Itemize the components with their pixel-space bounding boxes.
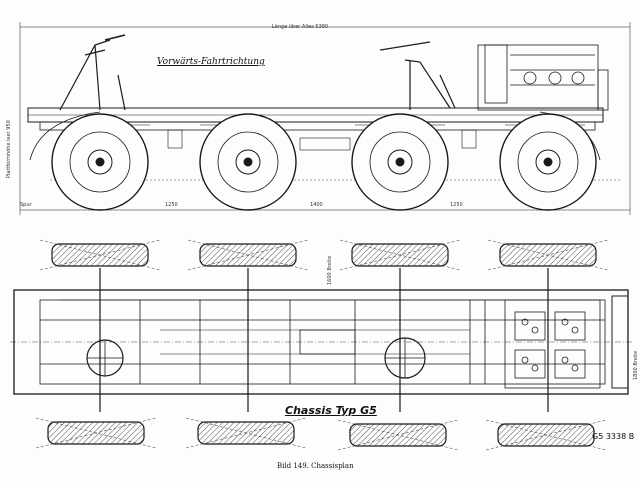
overall-length-dim: Länge über Alles 5380 [272, 24, 329, 30]
wheelbase-2-dim: 1400 [310, 202, 323, 208]
turning-arcs [35, 239, 609, 451]
side-wheel [51, 113, 149, 211]
wheelbase-3-dim: 1250 [450, 202, 463, 208]
chassis-type-label: Chassis Typ G5 [285, 404, 377, 417]
side-wheel [499, 113, 597, 211]
drawing-ref-label: G5 3338 B [592, 432, 635, 441]
front-width-dim: 1800 Breite [633, 350, 639, 380]
track-dim: Spur [20, 202, 32, 208]
plan-view [10, 268, 632, 412]
body-width-dim: 1600 Breite [327, 255, 333, 285]
side-wheel [351, 113, 449, 211]
figure-caption: Bild 149. Chassisplan [277, 462, 354, 470]
direction-label: Vorwärts-Fahrtrichtung [157, 57, 265, 67]
side-wheel [199, 113, 297, 211]
wheelbase-1-dim: 1250 [165, 202, 178, 208]
engine-plan [504, 299, 601, 389]
engine-block [477, 44, 609, 111]
frame-height-dim: Plattformhöhe leer 950 [6, 120, 12, 178]
